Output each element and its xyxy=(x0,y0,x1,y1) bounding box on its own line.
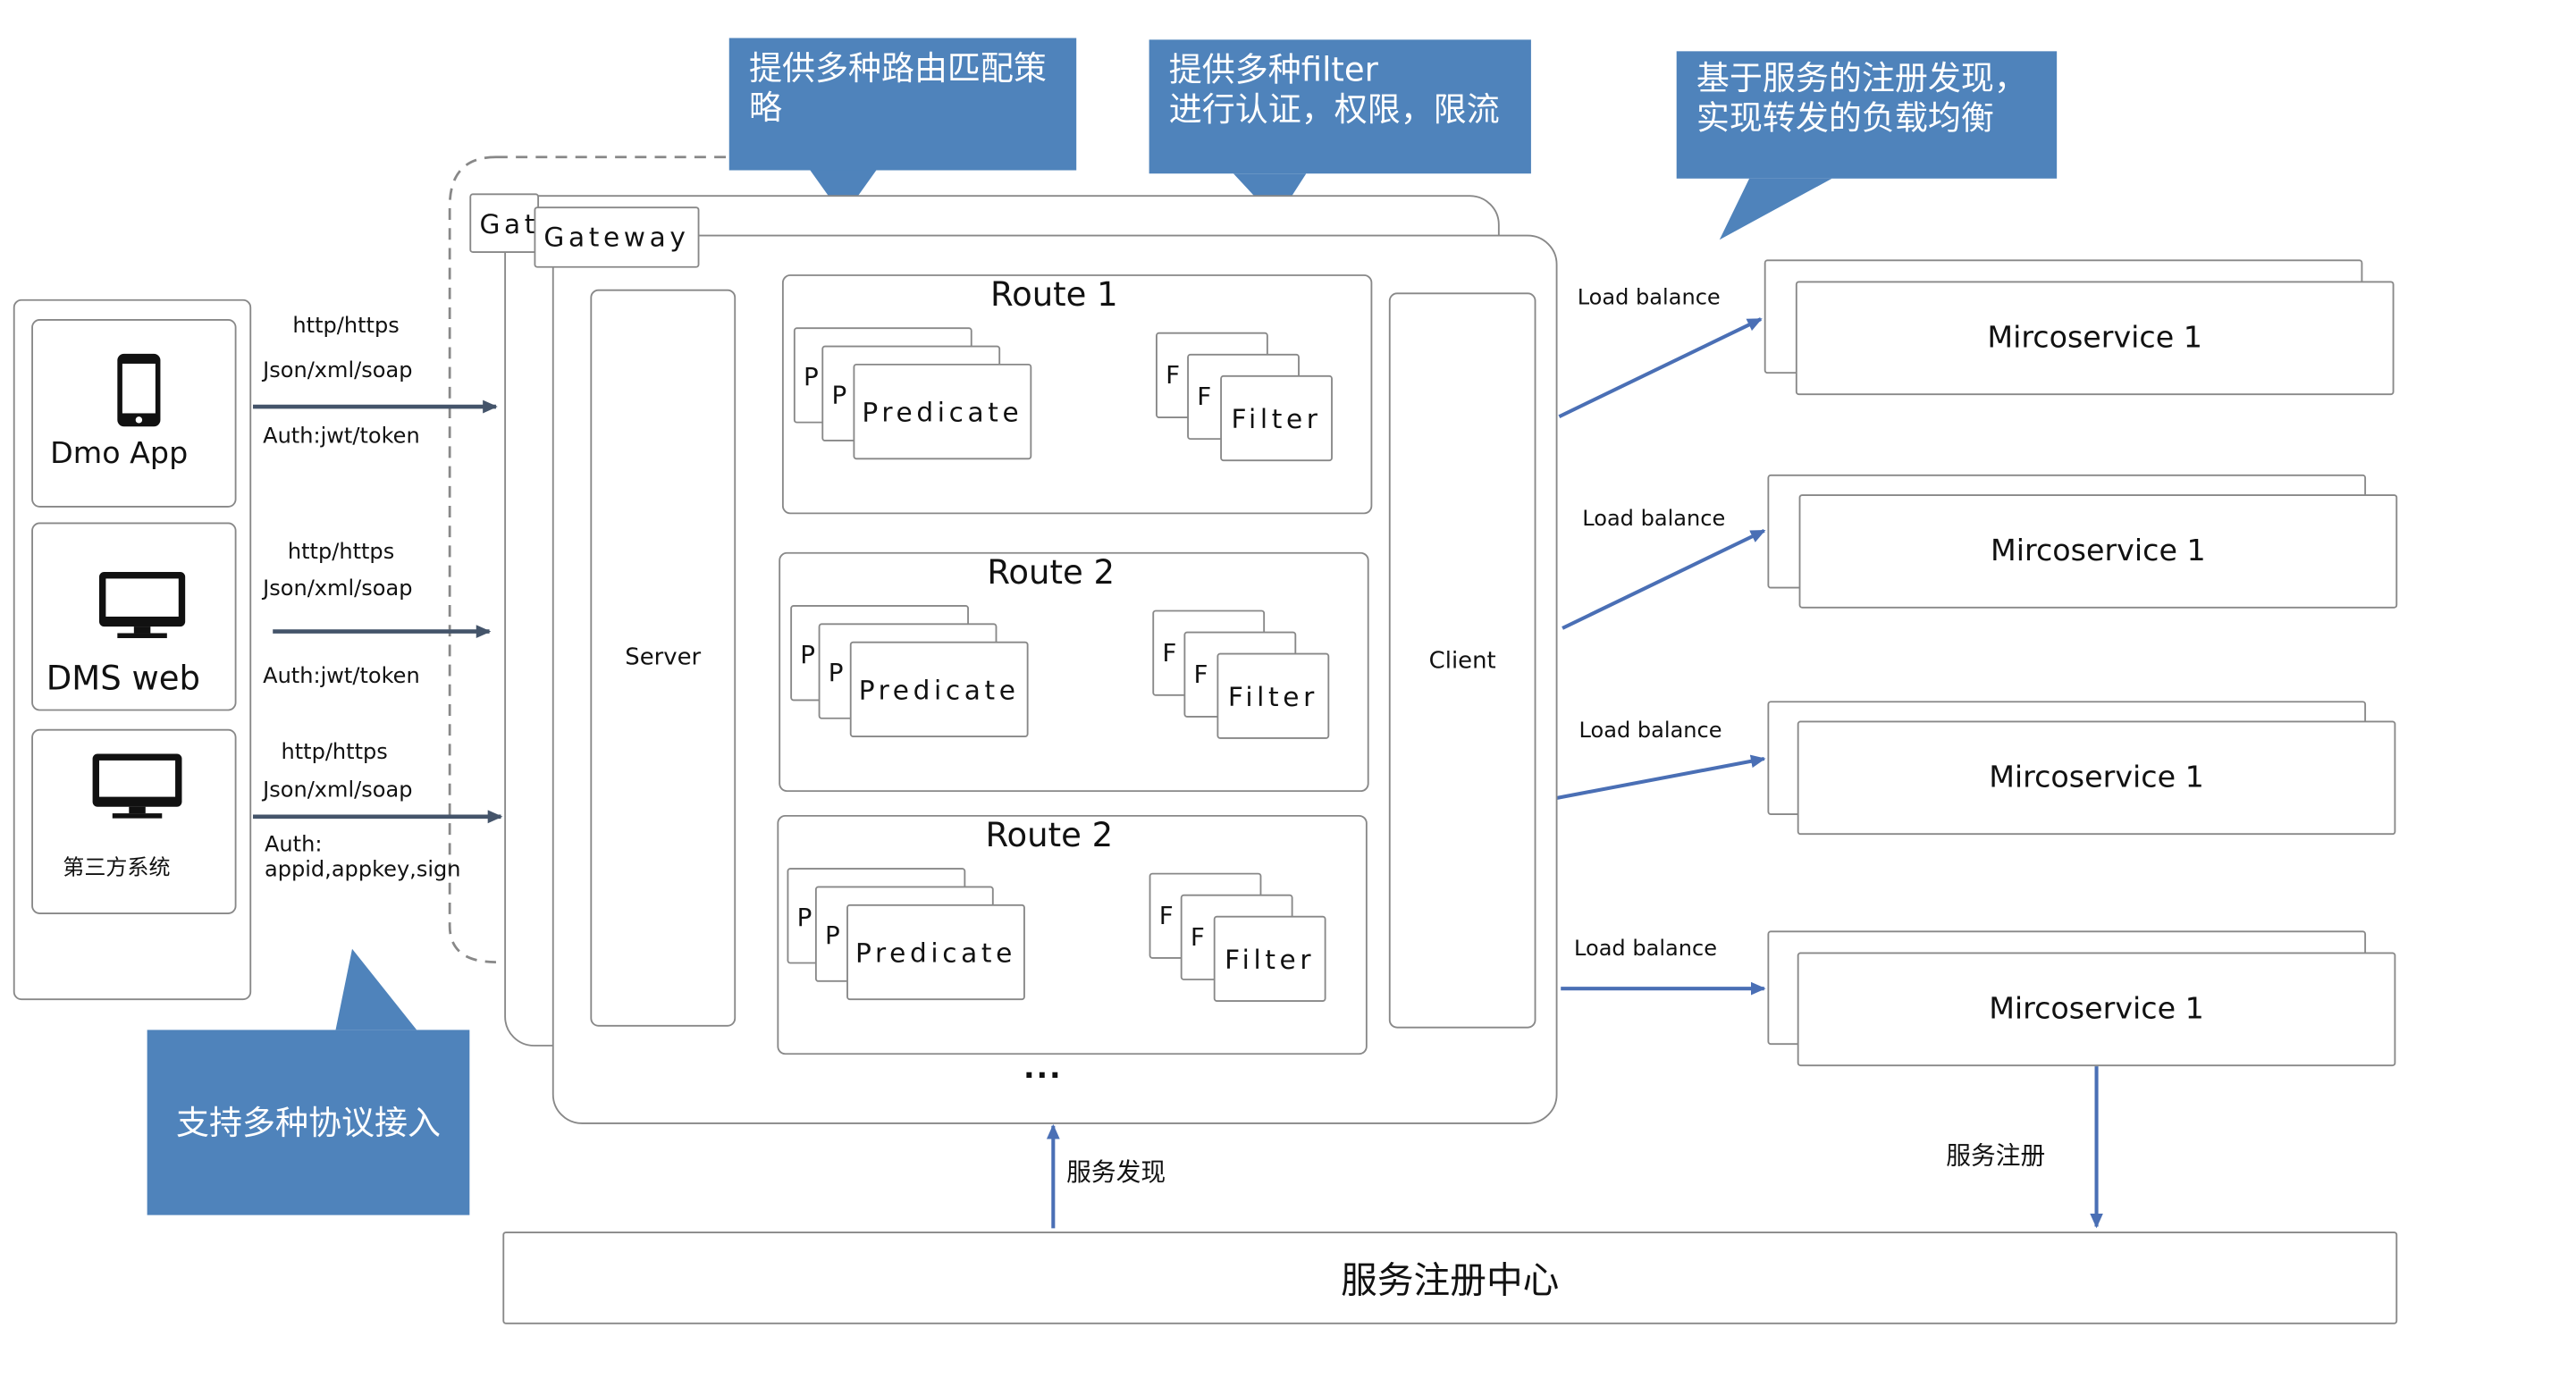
load-balance-label: Load balance xyxy=(1578,719,1722,744)
client-block: Client xyxy=(1388,292,1536,1029)
register-label: 服务注册 xyxy=(1946,1140,2046,1171)
arrow-lb-3 xyxy=(1553,754,1766,801)
callout-filter: 提供多种filter 进行认证，权限，限流 xyxy=(1149,39,1531,174)
callout-pointer-routing xyxy=(810,170,877,217)
format-label: Json/xml/soap xyxy=(263,576,413,602)
callout-load-balance: 基于服务的注册发现， 实现转发的负载均衡 xyxy=(1676,51,2058,179)
service-registry-center: 服务注册中心 xyxy=(502,1231,2398,1324)
protocol-label: http/https xyxy=(281,740,388,766)
predicate-card: Predicate xyxy=(853,363,1032,460)
route-title: Route 1 xyxy=(990,274,1118,315)
more-routes-ellipsis: ... xyxy=(1023,1051,1063,1087)
auth-label: Auth:jwt/token xyxy=(263,664,420,690)
client-label: 第三方系统 xyxy=(63,856,171,881)
gateway-tab-back: Gat xyxy=(469,193,540,254)
filter-card: Filter xyxy=(1216,652,1330,739)
load-balance-label: Load balance xyxy=(1582,507,1726,533)
load-balance-label: Load balance xyxy=(1577,286,1721,311)
route-title: Route 2 xyxy=(987,551,1115,593)
phone-icon xyxy=(117,353,161,427)
discovery-label: 服务发现 xyxy=(1066,1156,1166,1188)
client-label: DMS web xyxy=(46,658,200,698)
arrow-lb-1 xyxy=(1558,317,1763,418)
format-label: Json/xml/soap xyxy=(263,358,413,384)
arrow-lb-2 xyxy=(1562,528,1766,630)
filter-card: Filter xyxy=(1213,915,1326,1002)
client-card-dmo-app[interactable]: Dmo App xyxy=(31,319,237,508)
server-block: Server xyxy=(590,289,737,1027)
predicate-card: Predicate xyxy=(849,641,1029,738)
client-card-third-party[interactable]: 第三方系统 xyxy=(31,728,237,914)
monitor-icon xyxy=(98,572,186,639)
auth-label: Auth:jwt/token xyxy=(263,425,420,450)
callout-protocols: 支持多种协议接入 xyxy=(147,1030,470,1215)
protocol-label: http/https xyxy=(287,540,395,566)
protocol-label: http/https xyxy=(292,314,400,340)
service-card[interactable]: Mircoservice 1 xyxy=(1797,720,2396,836)
route-title: Route 2 xyxy=(985,814,1114,855)
service-card[interactable]: Mircoservice 1 xyxy=(1798,494,2398,609)
predicate-card: Predicate xyxy=(846,904,1025,1001)
callout-routing: 提供多种路由匹配策略 xyxy=(728,38,1077,171)
format-label: Json/xml/soap xyxy=(263,778,413,804)
callout-pointer-protocols xyxy=(335,948,417,1030)
service-card[interactable]: Mircoservice 1 xyxy=(1795,281,2395,396)
client-card-dms-web[interactable]: DMS web xyxy=(31,522,237,711)
client-label: Dmo App xyxy=(50,436,189,472)
service-card[interactable]: Mircoservice 1 xyxy=(1797,952,2396,1067)
load-balance-label: Load balance xyxy=(1574,937,1718,962)
gateway-tab: Gateway xyxy=(534,206,700,268)
callout-pointer-lb xyxy=(1719,178,1832,240)
monitor-icon xyxy=(92,753,182,819)
filter-card: Filter xyxy=(1220,374,1333,462)
auth-label: Auth: appid,appkey,sign xyxy=(264,833,461,883)
